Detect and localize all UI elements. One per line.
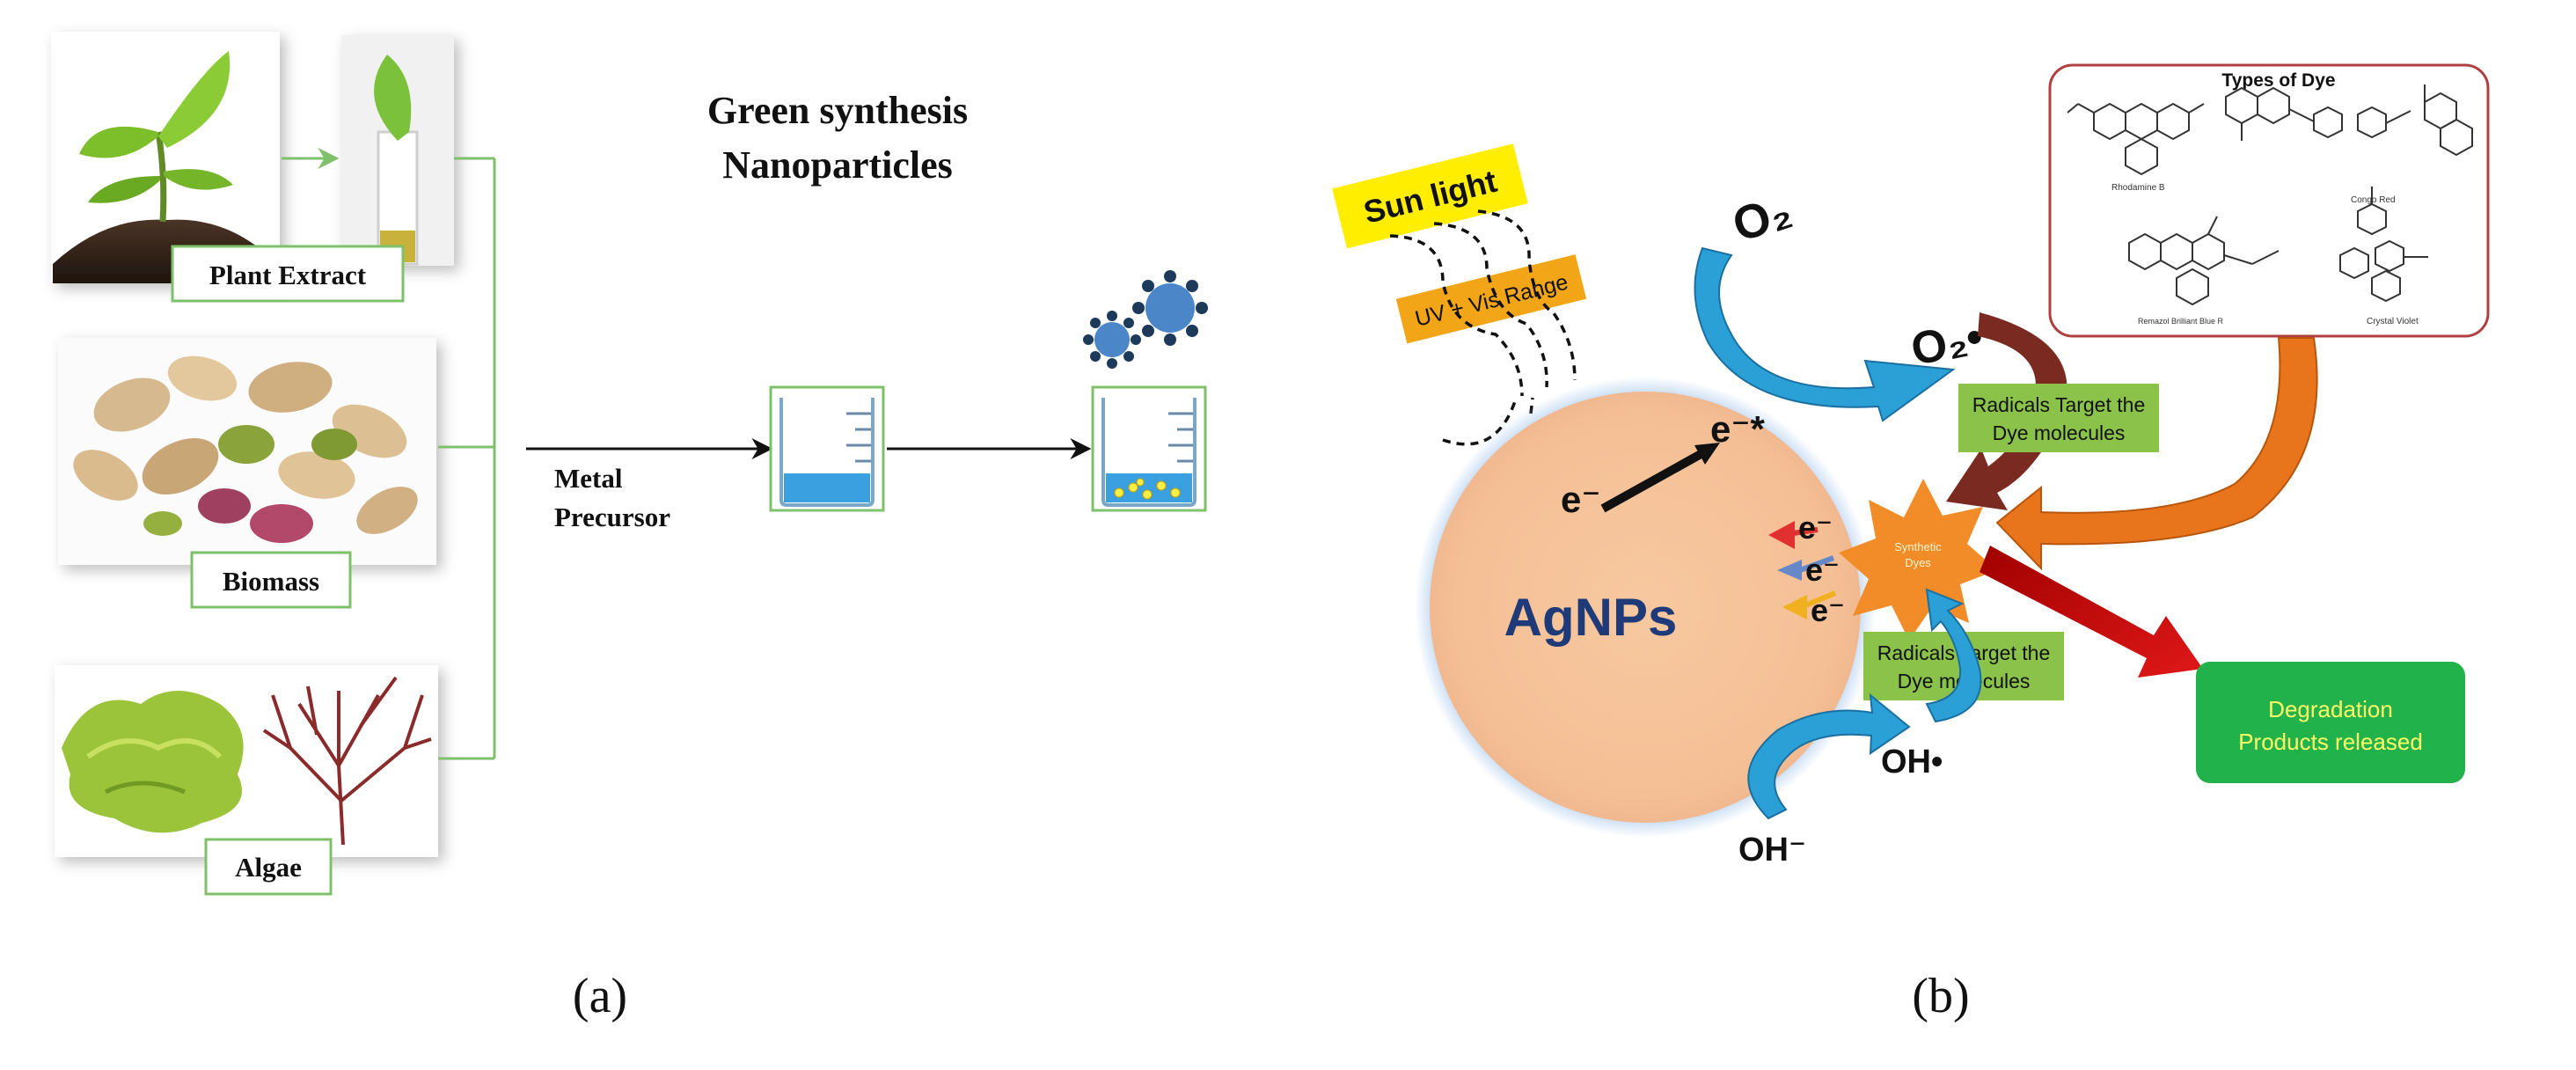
hydroxide-text: OH⁻ — [1738, 832, 1806, 868]
algae-label: Algae — [204, 838, 333, 896]
electron-transfer-group: e⁻ e⁻ e⁻ — [1768, 509, 1845, 628]
biomass-text: Biomass — [223, 566, 319, 597]
o2-radical-text: O₂• — [1906, 311, 1987, 376]
electron-ground-text: e⁻ — [1561, 479, 1601, 520]
agnp-particle: AgNPs — [1415, 377, 1876, 838]
panel-a-caption: (a) — [573, 969, 627, 1023]
agnp-text: AgNPs — [1504, 588, 1678, 647]
sunlight-box: Sun light — [1332, 143, 1528, 249]
o2-curved-arrow — [1694, 246, 1956, 422]
nanoparticle-icons — [1083, 270, 1208, 369]
dye-name-remazol: Remazol Brilliant Blue R — [2138, 317, 2224, 326]
radicals-1-line1: Radicals Target the — [1972, 393, 2145, 416]
excitation-arrowhead — [1694, 443, 1720, 465]
panel-a-title-line1: Green synthesis — [707, 89, 968, 132]
oh-radical-text: OH• — [1881, 744, 1943, 781]
dye-name-rhodamine: Rhodamine B — [2111, 183, 2165, 193]
leaf-test-tube-image — [341, 35, 454, 266]
radicals-target-label-1: Radicals Target the Dye molecules — [1958, 384, 2159, 452]
dye-structures — [2067, 84, 2473, 306]
oh-radical-blue-arrow — [1925, 588, 1982, 723]
dye-name-crystal-violet: Crystal Violet — [2367, 317, 2419, 326]
biomass-image — [58, 338, 436, 565]
algae-text: Algae — [235, 852, 302, 883]
electron-3-text: e⁻ — [1811, 592, 1845, 628]
red-degradation-arrow — [1980, 546, 2203, 678]
electron-2-text: e⁻ — [1805, 552, 1840, 588]
o2-text: O₂ — [1726, 184, 1797, 252]
dye-types-box: Types of Dye — [2048, 63, 2490, 338]
electron-1-text: e⁻ — [1798, 509, 1833, 546]
synthetic-dyes-line1: Synthetic — [1894, 540, 1942, 553]
degradation-line1: Degradation — [2268, 696, 2393, 722]
biomass-label: Biomass — [190, 551, 352, 609]
panel-a-title-line2: Nanoparticles — [722, 143, 953, 187]
excitation-arrow — [1600, 449, 1705, 513]
panel-b: Sun light UV + Vis Range AgNPs e⁻ e⁻* — [1332, 63, 2490, 1023]
synthetic-dyes-star: Synthetic Dyes — [1839, 479, 1997, 641]
synthetic-dyes-line2: Dyes — [1905, 556, 1931, 569]
degradation-line2: Products released — [2238, 729, 2423, 755]
hydroxide-blue-arrow — [1747, 693, 1911, 820]
panel-b-caption: (b) — [1912, 969, 1969, 1023]
plant-extract-text: Plant Extract — [209, 260, 367, 290]
beaker-nanoparticles-icon — [1091, 385, 1207, 512]
sources-bracket — [438, 157, 496, 760]
maroon-arrow — [1946, 312, 2067, 510]
metal-precursor-line1: Metal — [554, 463, 623, 494]
uv-vis-range-box: UV + Vis Range — [1395, 254, 1587, 344]
beaker-precursor-icon — [769, 385, 885, 512]
electron-excited-text: e⁻* — [1710, 408, 1766, 450]
plant-extract-label: Plant Extract — [171, 245, 405, 303]
dye-types-title: Types of Dye — [2221, 70, 2335, 91]
dye-name-congo-red: Congo Red — [2351, 195, 2396, 205]
algae-image — [55, 665, 438, 857]
orange-arrow — [1995, 337, 2318, 571]
panel-a: Plant Extract Biomass Algae Metal Precur… — [51, 32, 1208, 1023]
radicals-1-line2: Dye molecules — [1993, 421, 2126, 444]
degradation-box: Degradation Products released — [2196, 662, 2465, 783]
metal-precursor-line2: Precursor — [554, 502, 670, 532]
